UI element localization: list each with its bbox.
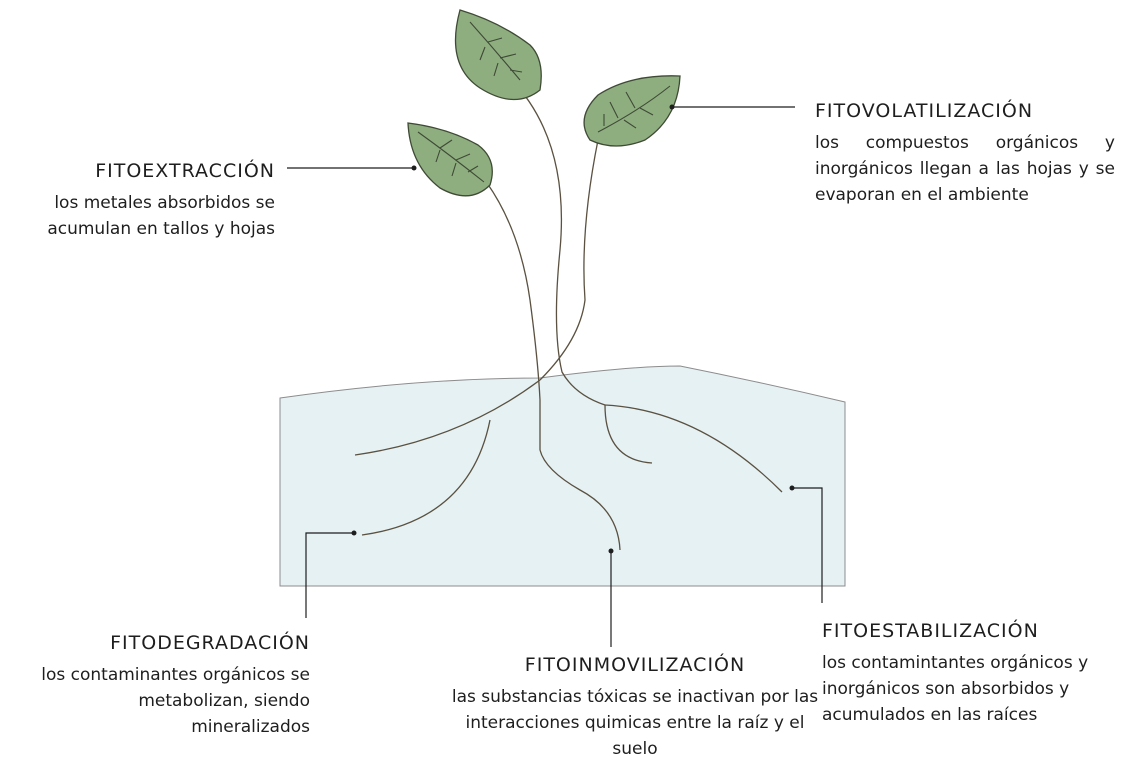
fitodegradacion-title: FITODEGRADACIÓN xyxy=(110,632,310,654)
label-fitoextraccion: FITOEXTRACCIÓN los metales absorbidos se… xyxy=(5,160,275,242)
stem-right xyxy=(539,139,599,381)
leaf-left xyxy=(407,122,493,197)
leader-lines xyxy=(287,106,823,647)
fitoinmovilizacion-title: FITOINMOVILIZACIÓN xyxy=(524,654,746,676)
root-left xyxy=(354,379,541,456)
root-mid-left xyxy=(361,419,491,536)
root-center xyxy=(539,449,621,551)
leader-fitoestabilizacion xyxy=(792,487,823,603)
leader-dots xyxy=(351,104,795,554)
soil-area xyxy=(279,365,846,587)
roots xyxy=(354,379,783,551)
stems xyxy=(486,77,606,450)
label-fitoestabilizacion: FITOESTABILIZACIÓN los contamintantes or… xyxy=(822,620,1122,728)
leaf-top xyxy=(454,9,542,101)
fitoextraccion-text: los metales absorbidos se acumulan en ta… xyxy=(47,193,275,239)
fitoestabilizacion-title: FITOESTABILIZACIÓN xyxy=(822,620,1039,642)
root-right-long xyxy=(604,404,783,493)
fitovolatilizacion-title: FITOVOLATILIZACIÓN xyxy=(815,100,1034,122)
root-right-short xyxy=(604,404,653,464)
fitoinmovilizacion-text: las substancias tóxicas se inactivan por… xyxy=(451,687,819,759)
fitovolatilizacion-text: los compuestos orgánicos y inorgánicos l… xyxy=(815,133,1115,205)
leader-fitodegradacion xyxy=(305,532,354,618)
label-fitoinmovilizacion: FITOINMOVILIZACIÓN las substancias tóxic… xyxy=(445,654,825,762)
stem-center xyxy=(509,77,606,406)
stem-left xyxy=(486,182,541,450)
leaf-right xyxy=(583,75,681,147)
fitoextraccion-title: FITOEXTRACCIÓN xyxy=(95,160,275,182)
label-fitodegradacion: FITODEGRADACIÓN los contaminantes orgáni… xyxy=(40,632,310,740)
fitoestabilizacion-text: los contamintantes orgánicos y inorgánic… xyxy=(822,653,1089,725)
fitodegradacion-text: los contaminantes orgánicos se metaboliz… xyxy=(41,665,310,737)
label-fitovolatilizacion: FITOVOLATILIZACIÓN los compuestos orgáni… xyxy=(815,100,1115,208)
